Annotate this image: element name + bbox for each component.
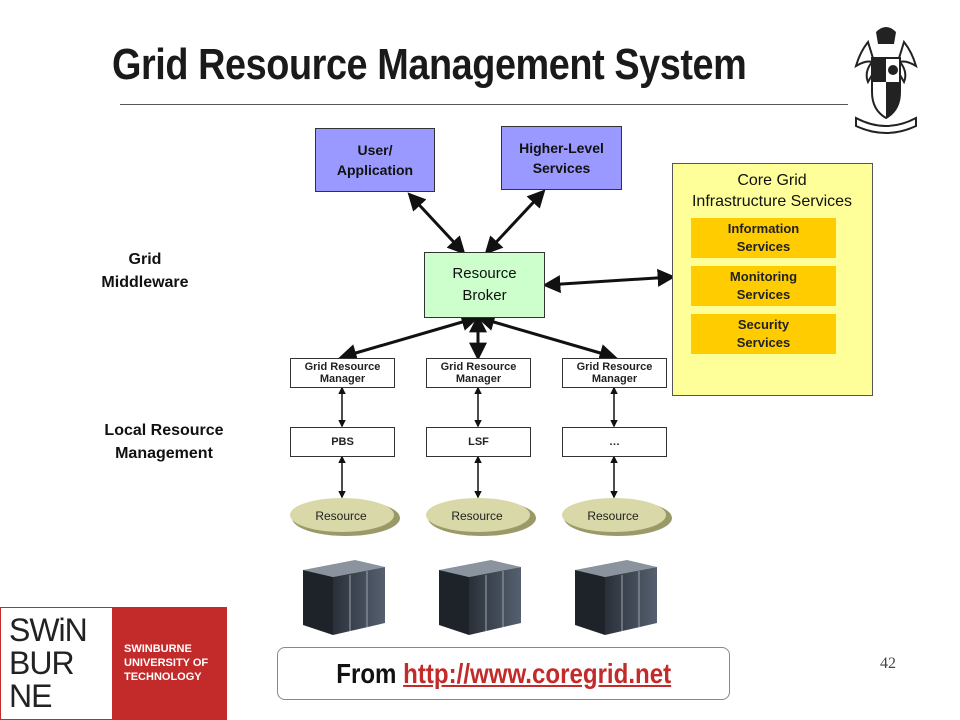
- arrow-broker-manager-1: [338, 313, 480, 362]
- server-rack-icon-2: [439, 560, 521, 635]
- resource-label-2: Resource: [451, 509, 503, 523]
- monitoring-services-box: Monitoring Services: [691, 266, 836, 306]
- resource-broker-box: Resource Broker: [424, 252, 545, 318]
- security-services-box: Security Services: [691, 314, 836, 354]
- source-citation: From http://www.coregrid.net: [277, 647, 730, 700]
- grid-resource-manager-3: Grid Resource Manager: [562, 358, 667, 388]
- university-name-line-2: UNIVERSITY OF: [124, 657, 209, 669]
- logo-line-3: NE: [9, 678, 52, 714]
- swinburne-brand: SWiN BUR NE SWINBURNE UNIVERSITY OF TECH…: [0, 607, 227, 720]
- logo-panel: SWiN BUR NE: [0, 607, 113, 720]
- server-racks: [303, 560, 657, 635]
- title-divider: [120, 104, 848, 105]
- arrow-broker-core: [542, 268, 676, 294]
- resource-disk-1: [290, 498, 400, 536]
- grid-middleware-label: Grid Middleware: [101, 251, 189, 291]
- page-title: Grid Resource Management System: [112, 40, 747, 89]
- user-application-box: User/ Application: [315, 128, 435, 192]
- local-resource-management-label: Local Resource Management: [104, 422, 224, 462]
- arrow-higher-broker: [484, 189, 546, 255]
- source-link[interactable]: http://www.coregrid.net: [402, 657, 671, 689]
- resource-label-1: Resource: [315, 509, 367, 523]
- grid-resource-manager-2: Grid Resource Manager: [426, 358, 531, 388]
- server-rack-icon-1: [303, 560, 385, 635]
- logo-line-2: BUR: [9, 645, 75, 681]
- university-name-line-1: SWINBURNE: [124, 643, 192, 655]
- resource-disk-2: [426, 498, 536, 536]
- resource-label-3: Resource: [587, 509, 639, 523]
- logo-line-1: SWiN: [9, 612, 88, 648]
- slide-number: 42: [880, 655, 896, 672]
- information-services-box: Information Services: [691, 218, 836, 258]
- higher-level-services-box: Higher-Level Services: [501, 126, 622, 190]
- arrow-user-broker: [407, 192, 466, 255]
- resource-disks: [290, 498, 672, 536]
- university-name-line-3: TECHNOLOGY: [124, 671, 202, 683]
- crest-icon: [854, 27, 918, 134]
- core-grid-title: Core Grid Infrastructure Services: [691, 172, 853, 210]
- arrow-broker-manager-3: [476, 313, 618, 362]
- pbs-box: PBS: [290, 427, 395, 457]
- source-label: From: [336, 657, 403, 689]
- other-system-box: …: [562, 427, 667, 457]
- resource-disk-3: [562, 498, 672, 536]
- lsf-box: LSF: [426, 427, 531, 457]
- university-name: SWINBURNE UNIVERSITY OF TECHNOLOGY: [124, 642, 208, 684]
- server-rack-icon-3: [575, 560, 657, 635]
- logo-wordmark: SWiN BUR NE: [9, 612, 88, 714]
- grid-resource-manager-1: Grid Resource Manager: [290, 358, 395, 388]
